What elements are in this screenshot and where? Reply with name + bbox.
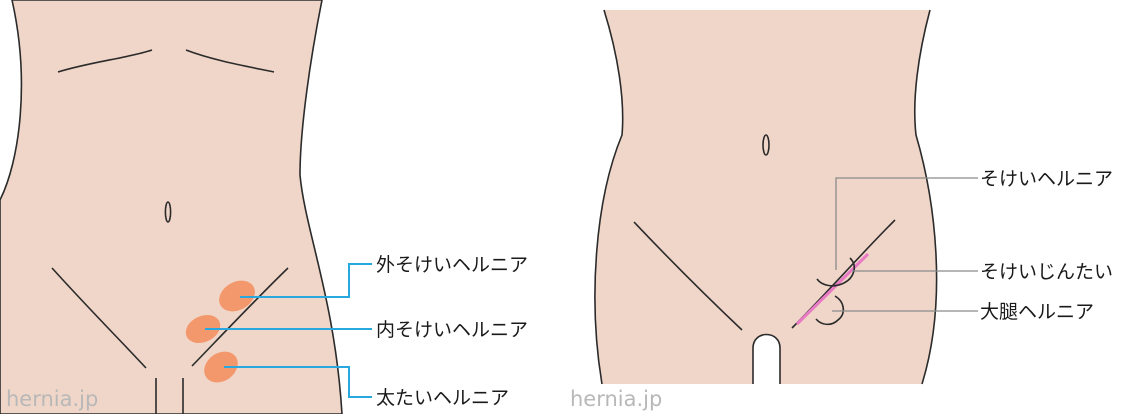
label-femoral-hernia-right: 大腿ヘルニア — [980, 301, 1094, 323]
left-figure: 外そけいヘルニア 内そけいヘルニア 太たいヘルニア hernia.jp — [0, 0, 528, 414]
label-internal-inguinal-hernia: 内そけいヘルニア — [376, 319, 528, 341]
right-figure: そけいヘルニア そけいじんたい 大腿ヘルニア hernia.jp — [570, 10, 1113, 411]
watermark-left: hernia.jp — [6, 387, 98, 411]
label-inguinal-hernia: そけいヘルニア — [980, 168, 1113, 190]
label-femoral-hernia: 太たいヘルニア — [376, 387, 509, 409]
right-torso — [595, 10, 937, 384]
label-external-inguinal-hernia: 外そけいヘルニア — [376, 254, 528, 276]
watermark-right: hernia.jp — [570, 387, 662, 411]
leg-gap — [753, 335, 780, 385]
label-inguinal-ligament: そけいじんたい — [980, 261, 1113, 283]
